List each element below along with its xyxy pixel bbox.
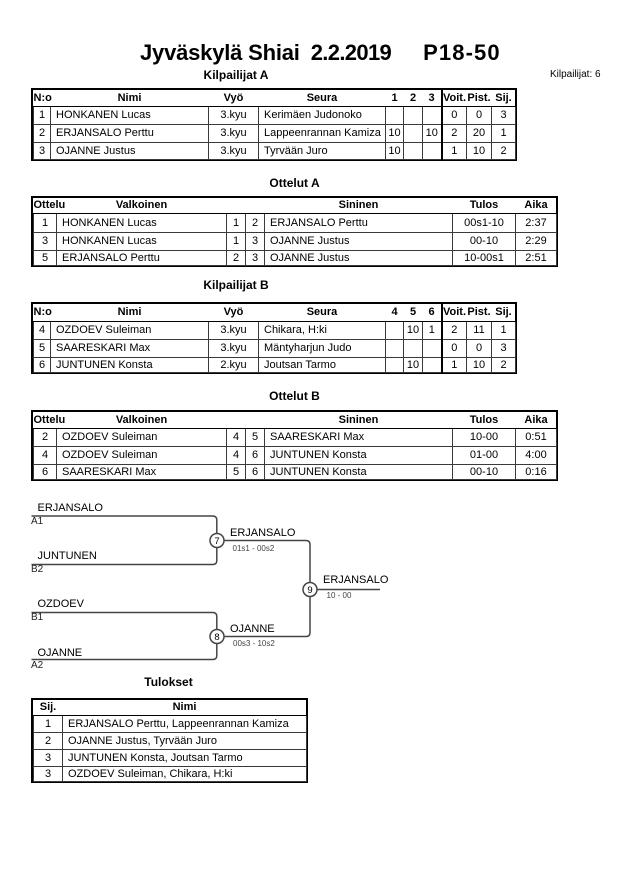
svg-text:9: 9 bbox=[307, 585, 312, 596]
svg-text:7: 7 bbox=[214, 536, 219, 547]
svg-text:8: 8 bbox=[214, 632, 219, 643]
